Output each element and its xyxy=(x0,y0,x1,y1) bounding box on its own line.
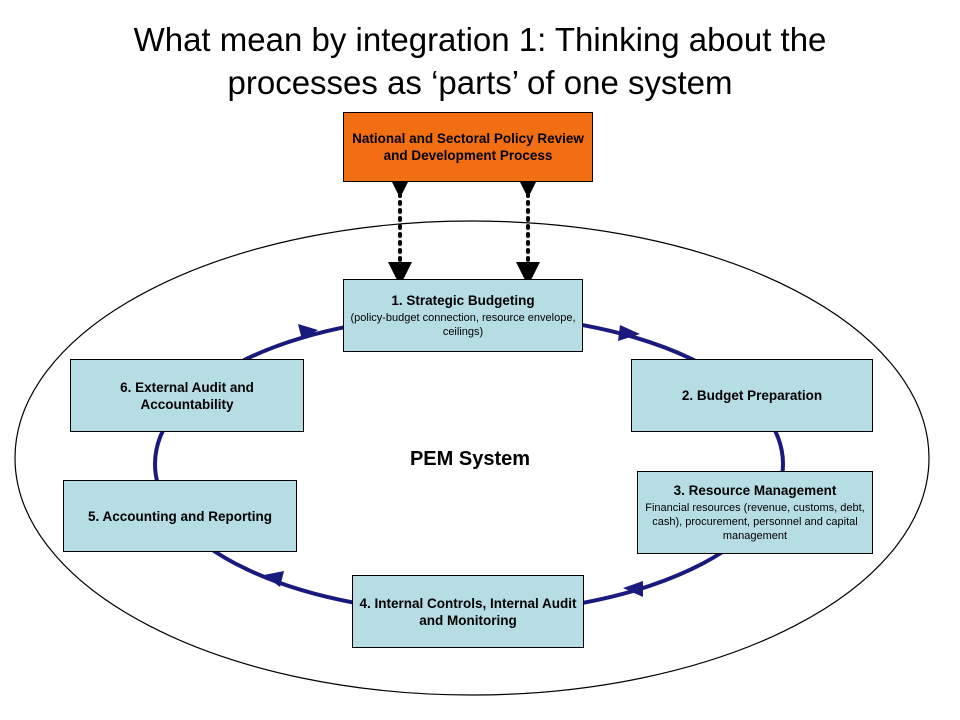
accounting-reporting-label: 5. Accounting and Reporting xyxy=(88,508,272,524)
internal-controls-label: 4. Internal Controls, Internal Audit and… xyxy=(359,595,577,628)
pem-system-label: PEM System xyxy=(409,448,531,470)
internal-controls-box: 4. Internal Controls, Internal Audit and… xyxy=(352,575,584,648)
budget-preparation-box: 2. Budget Preparation xyxy=(631,359,873,432)
external-audit-label: 6. External Audit and Accountability xyxy=(120,379,254,412)
accounting-reporting-box: 5. Accounting and Reporting xyxy=(63,480,297,552)
cycle-arrowhead-top-left xyxy=(298,324,318,340)
external-audit-box: 6. External Audit and Accountability xyxy=(70,359,304,432)
resource-management-title: 3. Resource Management xyxy=(673,483,837,498)
cycle-arrowhead-bottom-left xyxy=(264,571,284,587)
strategic-budgeting-box: 1. Strategic Budgeting (policy-budget co… xyxy=(343,279,583,352)
policy-review-box: National and Sectoral Policy Review and … xyxy=(343,112,593,182)
strategic-budgeting-title: 1. Strategic Budgeting xyxy=(391,293,535,308)
resource-management-detail: Financial resources (revenue, customs, d… xyxy=(645,502,865,542)
resource-management-box: 3. Resource Management Financial resourc… xyxy=(637,471,873,554)
strategic-budgeting-detail: (policy-budget connection, resource enve… xyxy=(350,312,576,338)
policy-review-label: National and Sectoral Policy Review and … xyxy=(352,131,584,163)
cycle-arrowhead-top-right xyxy=(618,325,640,341)
cycle-arrowhead-bottom-right xyxy=(623,581,643,597)
budget-preparation-label: 2. Budget Preparation xyxy=(681,388,823,403)
title-line-1: What mean by integration 1: Thinking abo… xyxy=(133,21,827,58)
page-title: What mean by integration 1: Thinking abo… xyxy=(40,18,920,104)
title-line-2: processes as ‘parts’ of one system xyxy=(227,64,733,101)
system-boundary-ellipse xyxy=(14,220,930,696)
